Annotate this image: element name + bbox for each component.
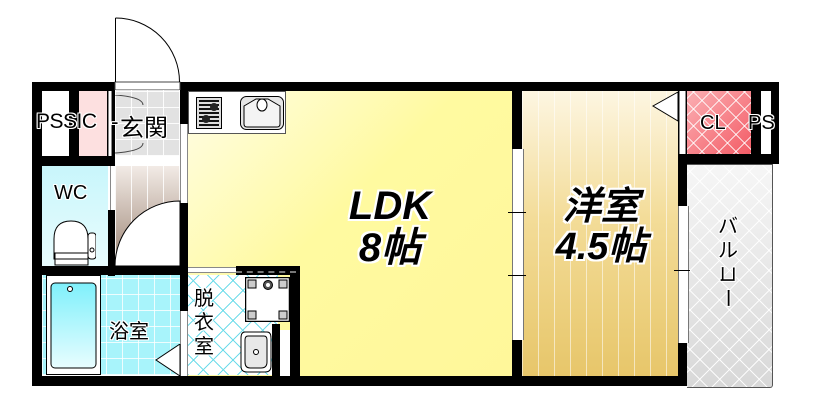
- dressing-slot: [280, 330, 290, 376]
- closet-floor: [687, 90, 751, 154]
- sliding-door-mark-1: [508, 212, 526, 213]
- dressing-room-char-3: 室: [194, 334, 214, 358]
- wall-dressing-inner: [272, 324, 280, 376]
- wc-label: WC: [54, 182, 88, 204]
- entrance-floor: [115, 90, 180, 156]
- entrance-label: 玄関: [120, 114, 168, 142]
- balcony-window[interactable]: [678, 206, 689, 343]
- wall-dressing-top: [236, 266, 300, 275]
- balcony-char-3: コ: [716, 264, 740, 284]
- dressing-top-wall-thin: [188, 267, 236, 273]
- closet-label: CL: [700, 112, 726, 134]
- wall-wc-bath: [32, 266, 188, 275]
- hall-ldk-opening: [180, 124, 188, 203]
- wall-closet-bottom: [678, 154, 779, 164]
- wall-ps-bottom: [32, 156, 115, 166]
- wall-bath-right: [180, 275, 188, 311]
- dressing-room-label: 脱 衣 室: [194, 286, 214, 358]
- sliding-door-mark-2: [508, 275, 526, 276]
- washer-drain-line: [236, 271, 296, 273]
- ps-right-label: PS: [748, 112, 775, 134]
- ldk-label: LDK 8帖: [320, 185, 460, 269]
- wc-door-slider: [108, 166, 111, 210]
- bathtub-icon: [46, 275, 101, 375]
- ps-floor: [42, 90, 69, 156]
- wall-top-main: [180, 82, 779, 91]
- ldk-size: 8帖: [358, 226, 422, 270]
- washing-machine-pan-icon: [245, 277, 290, 322]
- hall-door-swing[interactable]: [115, 200, 181, 267]
- ps-sic-label: PSSIC: [36, 110, 97, 133]
- western-closet-door-marker: [652, 91, 679, 122]
- western-room-size: 4.5帖: [555, 225, 647, 268]
- toilet-icon: [53, 220, 96, 266]
- sic-door-swing[interactable]: [113, 95, 153, 155]
- wall-bottom: [32, 376, 687, 386]
- sic-floor: [79, 90, 107, 156]
- balcony-char-2: ル: [718, 238, 738, 262]
- wall-western-right-mid: [678, 164, 687, 206]
- bathroom-door-marker: [155, 344, 181, 376]
- wall-ldk-western-bottom: [512, 340, 522, 386]
- wall-western-right-bottom: [678, 343, 687, 386]
- washbasin-icon: [240, 331, 272, 373]
- entrance-dash: -: [111, 110, 119, 134]
- ldk-name: LDK: [348, 184, 432, 228]
- entrance-door-swing[interactable]: [110, 10, 190, 90]
- dressing-room-char-1: 脱: [194, 286, 214, 310]
- western-room-floor: [522, 90, 680, 376]
- wall-ps-sic-divider: [69, 82, 79, 166]
- balcony-label: バ ル コ ー: [716, 214, 740, 310]
- balcony-char-4: ー: [716, 288, 740, 308]
- wall-left: [32, 82, 42, 386]
- wall-entrance-right: [180, 82, 188, 124]
- sliding-door-ldk-western[interactable]: [512, 149, 524, 340]
- wall-closet-ps-divider: [751, 82, 761, 164]
- wall-dressing-right: [290, 266, 300, 376]
- sic-door-line: [108, 91, 112, 156]
- dressing-room-char-2: 衣: [194, 310, 214, 334]
- balcony-char-1: バ: [718, 214, 738, 238]
- balcony-window-mark: [674, 270, 690, 271]
- wall-ps-right: [771, 82, 779, 164]
- bathroom-label: 浴室: [109, 319, 149, 343]
- stove-icon: [196, 97, 222, 129]
- western-room-name: 洋室: [562, 186, 639, 228]
- wall-wc-right: [108, 210, 115, 276]
- ps-right-floor: [761, 90, 771, 154]
- wall-ldk-western-top: [512, 82, 522, 149]
- closet-door: [679, 91, 686, 154]
- kitchen-sink-icon: [240, 96, 284, 130]
- balcony-floor: [687, 164, 773, 388]
- western-room-label: 洋室 4.5帖: [535, 186, 667, 268]
